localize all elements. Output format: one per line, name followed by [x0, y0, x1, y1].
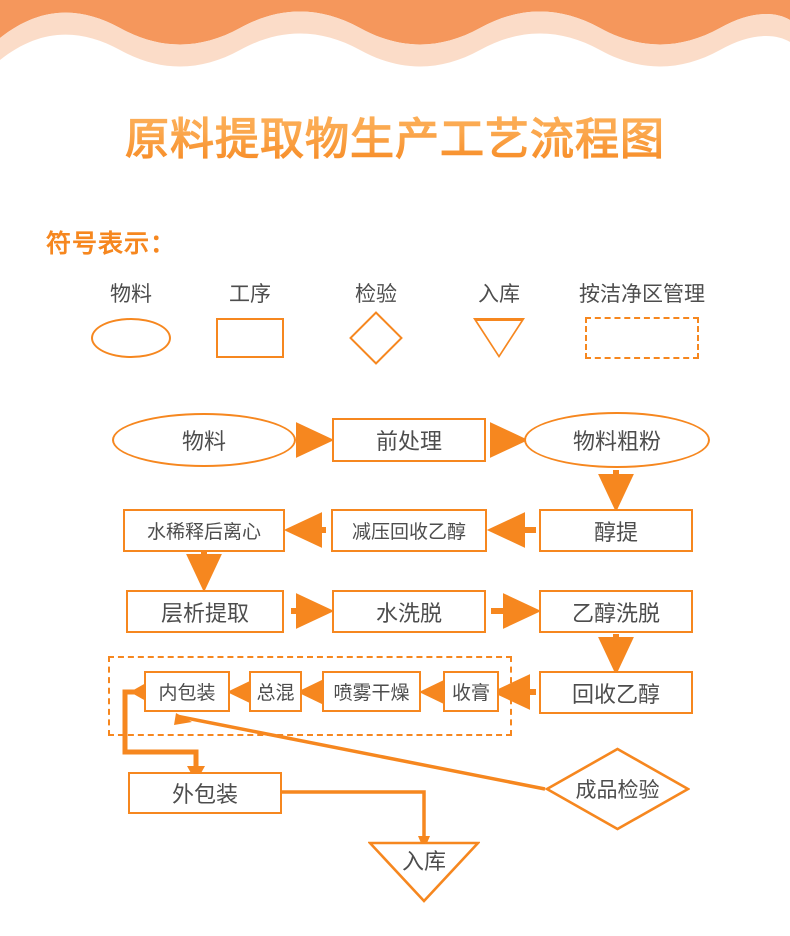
node-spray-drying[interactable]: 喷雾干燥 [322, 671, 421, 712]
node-warehousing[interactable]: 入库 [367, 841, 481, 903]
legend-label: 物料 [110, 283, 152, 306]
diamond-symbol [333, 311, 419, 365]
rectangle-symbol [207, 316, 293, 360]
triangle-symbol [456, 316, 542, 360]
wave-band-dark [0, 0, 790, 45]
legend-item-process: 工序 [207, 282, 293, 360]
node-label: 入库 [401, 848, 446, 874]
node-ethanol-recovery[interactable]: 回收乙醇 [539, 671, 693, 714]
node-material[interactable]: 物料 [112, 413, 296, 467]
node-collect-paste[interactable]: 收膏 [443, 671, 499, 712]
decorative-wave-banner [0, 0, 790, 67]
node-outer-packaging[interactable]: 外包装 [128, 772, 282, 814]
legend-label: 按洁净区管理 [579, 283, 705, 306]
edge-outer-packaging-to-warehousing [282, 790, 426, 838]
clean-area-boundary [108, 656, 512, 736]
legend-heading: 符号表示： [46, 230, 177, 258]
node-label: 成品检验 [575, 779, 660, 802]
node-pretreatment[interactable]: 前处理 [332, 418, 486, 462]
wave-band-light [0, 11, 790, 67]
node-chromatography[interactable]: 层析提取 [126, 590, 284, 633]
node-ethanol-elution[interactable]: 乙醇洗脱 [539, 590, 693, 633]
ellipse-symbol [86, 316, 176, 360]
legend-item-inspection: 检验 [333, 282, 419, 365]
node-alcohol-extract[interactable]: 醇提 [539, 509, 693, 552]
node-vacuum-ethanol-recovery[interactable]: 减压回收乙醇 [331, 509, 487, 552]
page-title: 原料提取物生产工艺流程图 [0, 112, 790, 168]
node-total-mixing[interactable]: 总混 [249, 671, 302, 712]
legend-item-warehousing: 入库 [456, 282, 542, 360]
dashed-rectangle-symbol [562, 316, 722, 360]
diamond-outline [544, 747, 691, 831]
triangle-outline [367, 841, 481, 903]
node-coarse-powder[interactable]: 物料粗粉 [524, 412, 710, 468]
node-water-elution[interactable]: 水洗脱 [332, 590, 486, 633]
legend-item-clean-area: 按洁净区管理 [562, 282, 722, 360]
node-final-inspection[interactable]: 成品检验 [544, 747, 691, 831]
legend-label: 工序 [229, 283, 271, 306]
legend-label: 检验 [355, 283, 397, 306]
node-inner-packaging[interactable]: 内包装 [144, 671, 230, 712]
legend-item-material: 物料 [86, 282, 176, 360]
legend-label: 入库 [478, 283, 520, 306]
node-water-dilute-centrifuge[interactable]: 水稀释后离心 [123, 509, 285, 552]
